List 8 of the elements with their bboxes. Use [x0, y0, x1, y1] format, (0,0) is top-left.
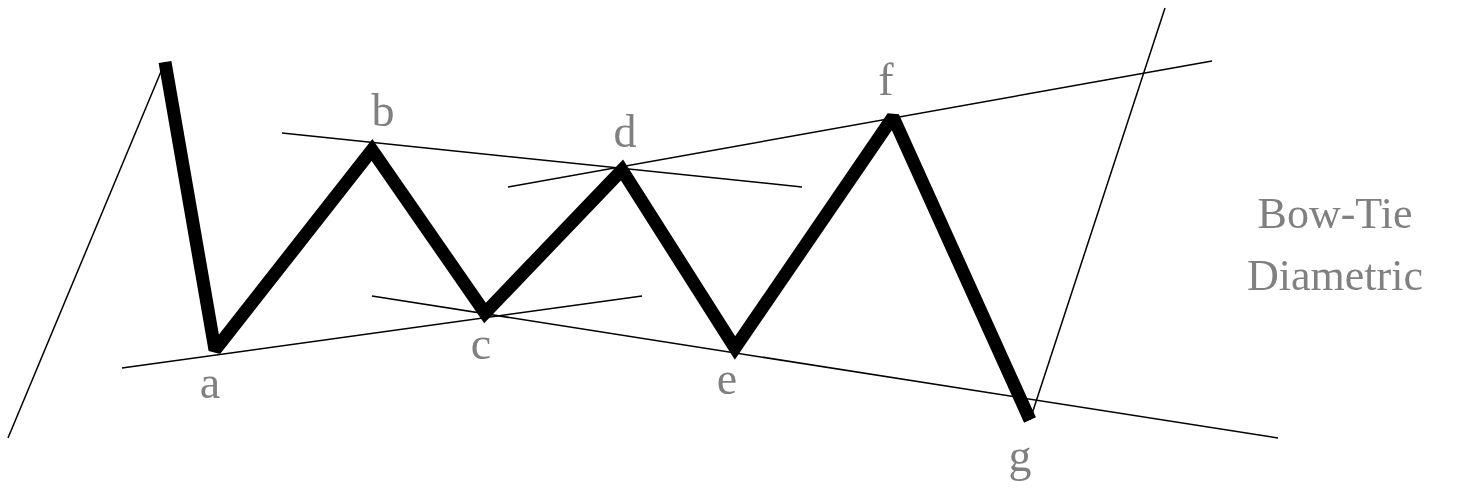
wave-point-label: g [1008, 433, 1032, 479]
wave-point-label: e [716, 356, 738, 402]
wave-point-label: c [470, 321, 492, 367]
pattern-title: Bow-Tie Diametric [1246, 188, 1424, 302]
wave-point-label: b [371, 88, 395, 134]
wave-point-label: d [613, 109, 637, 155]
wave-point-label: a [199, 360, 221, 406]
wave-point-label: f [878, 57, 894, 103]
